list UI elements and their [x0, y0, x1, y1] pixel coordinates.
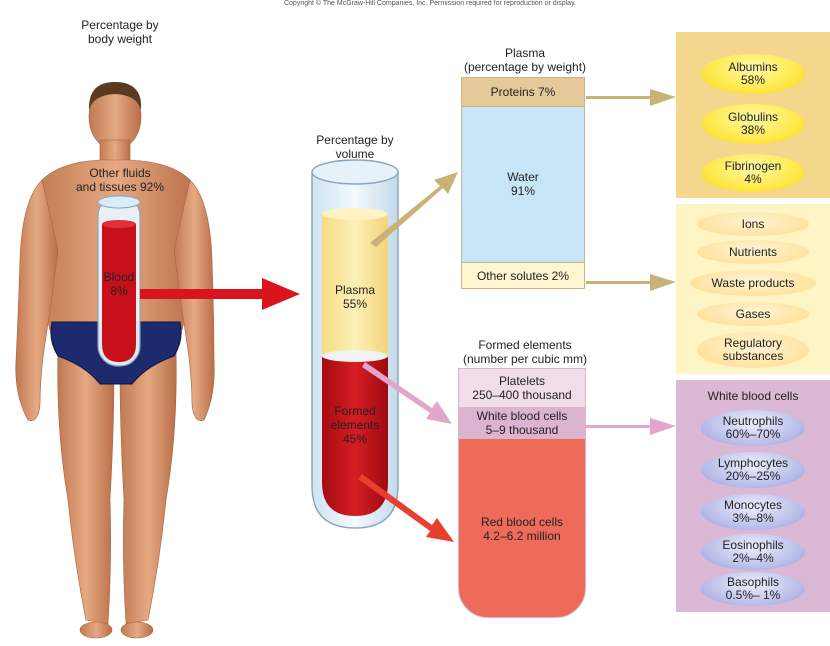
- nutrients-label: Nutrients: [729, 246, 777, 259]
- rbc-segment: Red blood cells 4.2–6.2 million: [459, 439, 585, 618]
- tube-formed-line3: 45%: [322, 432, 388, 446]
- tube-plasma-line1: Plasma: [322, 283, 388, 297]
- neutrophils-value: 60%–70%: [726, 428, 781, 441]
- proteins-label: Proteins 7%: [491, 85, 556, 99]
- rbc-line2: 4.2–6.2 million: [483, 529, 560, 543]
- nutrients-oval: Nutrients: [697, 240, 809, 264]
- wbc-line2: 5–9 thousand: [486, 423, 559, 437]
- platelets-line2: 250–400 thousand: [472, 388, 571, 402]
- water-line2: 91%: [511, 184, 535, 198]
- gases-oval: Gases: [697, 302, 809, 326]
- plasma-box-title-line2: (percentage by weight): [440, 60, 610, 74]
- neutrophils-oval: Neutrophils 60%–70%: [701, 410, 805, 446]
- wbc-line1: White blood cells: [477, 409, 568, 423]
- plasma-composition-box: Proteins 7% Water 91% Other solutes 2%: [461, 77, 585, 289]
- globulins-oval: Globulins 38%: [701, 104, 805, 144]
- fibrinogen-oval: Fibrinogen 4%: [701, 154, 805, 192]
- proteins-segment: Proteins 7%: [462, 78, 584, 107]
- regulatory-line2: substances: [723, 350, 784, 363]
- albumins-oval: Albumins 58%: [701, 54, 805, 94]
- ions-oval: Ions: [697, 212, 809, 236]
- tube-formed-label: Formed elements 45%: [322, 404, 388, 446]
- plasma-box-title: Plasma (percentage by weight): [440, 46, 610, 74]
- lymphocytes-value: 20%–25%: [726, 470, 781, 483]
- water-line1: Water: [507, 170, 539, 184]
- tube-formed-line2: elements: [322, 418, 388, 432]
- plasma-proteins-panel: Albumins 58% Globulins 38% Fibrinogen 4%: [676, 32, 830, 198]
- eosinophils-oval: Eosinophils 2%–4%: [701, 534, 805, 570]
- volume-title: Percentage by volume: [293, 133, 417, 161]
- wbc-panel-title: White blood cells: [676, 389, 830, 403]
- water-segment: Water 91%: [462, 106, 584, 262]
- white-blood-cells-panel: White blood cells Neutrophils 60%–70% Ly…: [676, 380, 830, 612]
- gases-label: Gases: [736, 308, 771, 321]
- tube-formed-line1: Formed: [322, 404, 388, 418]
- ions-label: Ions: [742, 218, 765, 231]
- lymphocytes-oval: Lymphocytes 20%–25%: [701, 452, 805, 488]
- rbc-line1: Red blood cells: [481, 515, 563, 529]
- platelets-line1: Platelets: [499, 374, 545, 388]
- other-solutes-segment: Other solutes 2%: [462, 262, 584, 288]
- formed-box-title-line2: (number per cubic mm): [440, 352, 610, 366]
- waste-products-oval: Waste products: [690, 270, 816, 296]
- plasma-box-title-line1: Plasma: [440, 46, 610, 60]
- eosinophils-value: 2%–4%: [732, 552, 773, 565]
- other-solutes-panel: Ions Nutrients Waste products Gases Regu…: [676, 204, 830, 374]
- monocytes-oval: Monocytes 3%–8%: [701, 494, 805, 530]
- tube-plasma-line2: 55%: [322, 297, 388, 311]
- monocytes-value: 3%–8%: [732, 512, 773, 525]
- globulins-value: 38%: [741, 124, 765, 137]
- basophils-value: 0.5%– 1%: [726, 589, 781, 602]
- fibrinogen-value: 4%: [744, 173, 761, 186]
- basophils-oval: Basophils 0.5%– 1%: [701, 572, 805, 606]
- waste-products-label: Waste products: [712, 277, 795, 290]
- volume-title-line2: volume: [293, 147, 417, 161]
- formed-box-title-line1: Formed elements: [440, 338, 610, 352]
- regulatory-substances-oval: Regulatory substances: [697, 332, 809, 368]
- wbc-segment: White blood cells 5–9 thousand: [459, 407, 585, 439]
- formed-elements-box: Platelets 250–400 thousand White blood c…: [458, 368, 586, 618]
- volume-title-line1: Percentage by: [293, 133, 417, 147]
- other-solutes-label: Other solutes 2%: [477, 269, 569, 283]
- arrow-body-to-tube: [140, 278, 300, 310]
- formed-box-title: Formed elements (number per cubic mm): [440, 338, 610, 366]
- platelets-segment: Platelets 250–400 thousand: [459, 369, 585, 407]
- albumins-value: 58%: [741, 74, 765, 87]
- tube-plasma-label: Plasma 55%: [322, 283, 388, 311]
